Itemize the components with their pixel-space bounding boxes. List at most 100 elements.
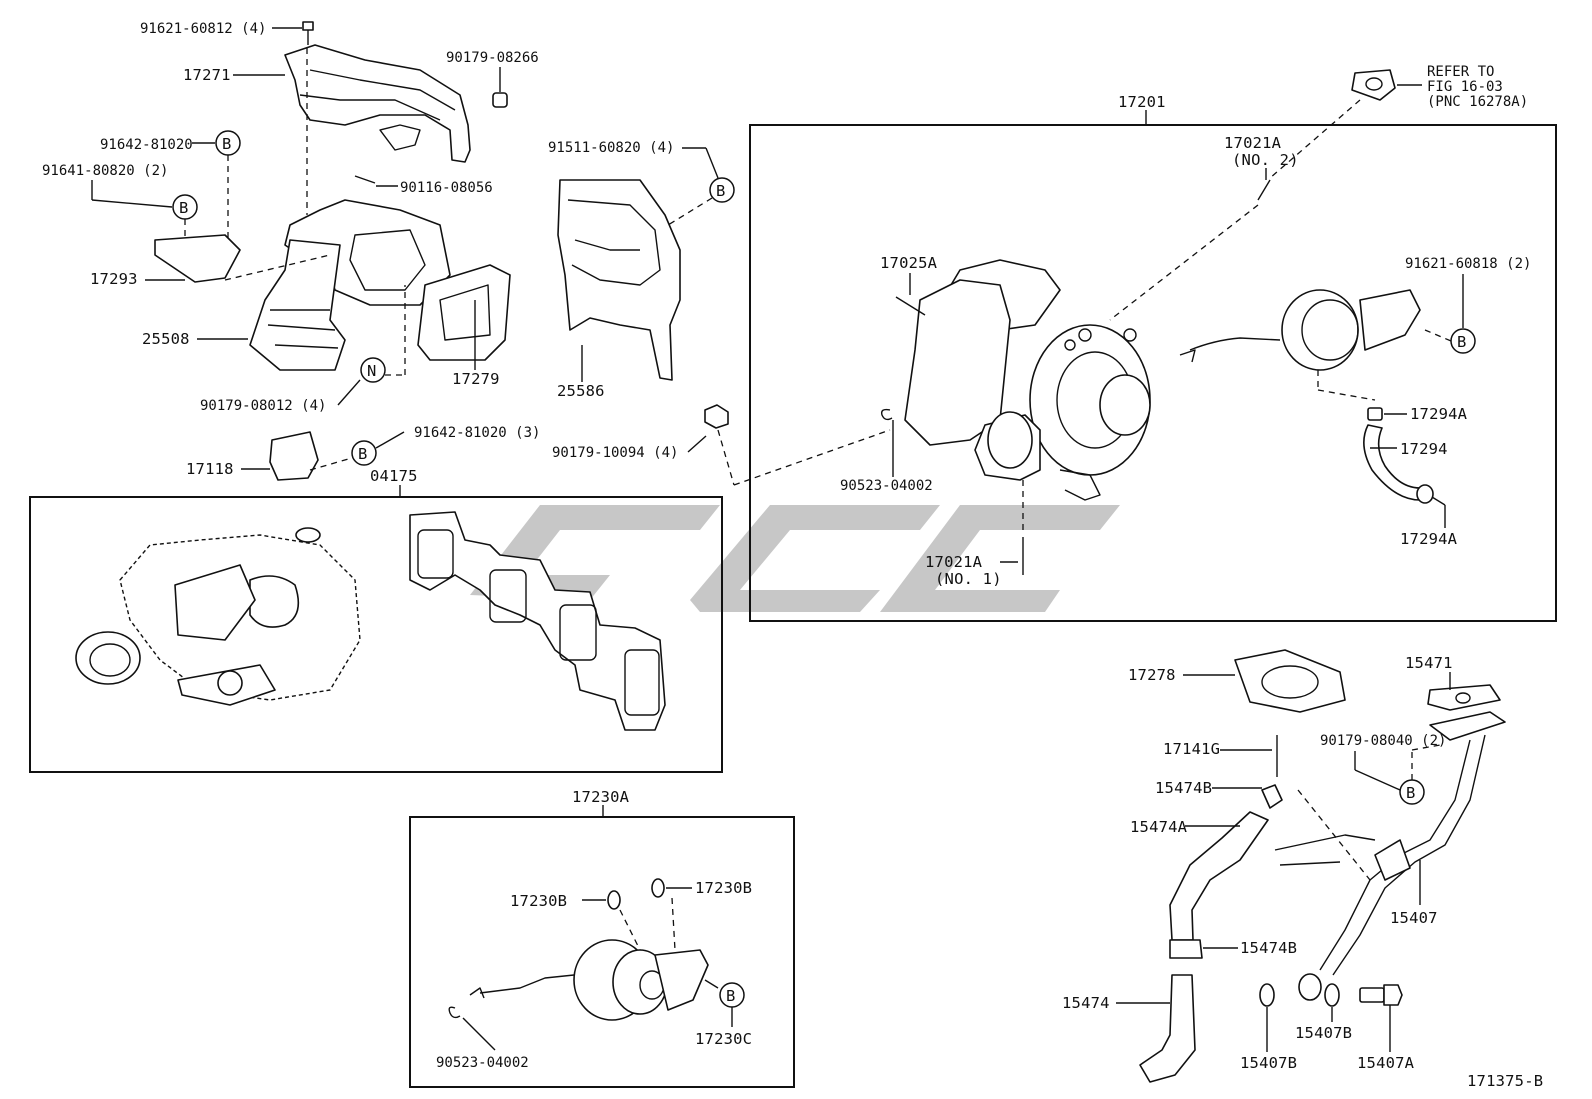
svg-text:B: B bbox=[358, 445, 368, 463]
gasket-kit-number: 04175 bbox=[370, 467, 418, 485]
label-91621-60818: 91621-60818 (2) bbox=[1405, 256, 1531, 272]
gasket-kit-manifold-gasket bbox=[409, 511, 666, 731]
label-25508: 25508 bbox=[142, 330, 190, 348]
label-17278: 17278 bbox=[1128, 666, 1176, 684]
gasket-kit-small-gasket bbox=[295, 527, 321, 543]
ref-note-line1: REFER TO bbox=[1427, 64, 1494, 80]
bolt-91621-60812 bbox=[302, 21, 314, 45]
nut-90179-08266 bbox=[492, 92, 508, 108]
heat-insulator-25586 bbox=[557, 179, 681, 381]
bracket-17293 bbox=[154, 234, 241, 283]
actuator-assy-box bbox=[409, 816, 795, 1088]
label-17294a-top: 17294A bbox=[1410, 405, 1468, 423]
label-17271: 17271 bbox=[183, 66, 231, 84]
svg-text:B: B bbox=[179, 199, 189, 217]
svg-text:B: B bbox=[1457, 333, 1467, 351]
oil-pipe-15407 bbox=[1274, 711, 1506, 1001]
turbo-assy-number: 17201 bbox=[1118, 93, 1166, 111]
stud-17025a bbox=[895, 296, 926, 316]
actuator-assy-number: 17230A bbox=[572, 788, 630, 806]
label-90116-08056: 90116-08056 bbox=[400, 180, 493, 196]
label-17294: 17294 bbox=[1400, 440, 1448, 458]
hose-clip-17294a-top bbox=[1367, 407, 1383, 421]
stud-17021a-no2 bbox=[1257, 179, 1271, 201]
ref-note-line2: FIG 16-03 bbox=[1427, 79, 1503, 95]
label-90179-08266: 90179-08266 bbox=[446, 50, 539, 66]
gasket-17278 bbox=[1234, 649, 1346, 713]
label-15407b-left: 15407B bbox=[1240, 1054, 1297, 1072]
washer-17230b-left bbox=[607, 890, 621, 910]
label-15474a: 15474A bbox=[1130, 818, 1188, 836]
gasket-17279 bbox=[417, 264, 511, 361]
label-91511-60820: 91511-60820 (4) bbox=[548, 140, 674, 156]
svg-text:N: N bbox=[367, 362, 377, 380]
hose-15474 bbox=[1139, 974, 1196, 1083]
callout-n bbox=[360, 357, 386, 383]
label-15407a: 15407A bbox=[1357, 1054, 1415, 1072]
nut-90179-10094 bbox=[704, 404, 729, 429]
label-15474: 15474 bbox=[1062, 994, 1110, 1012]
bracket-17118 bbox=[269, 431, 319, 481]
label-91642-81020: 91642-81020 bbox=[100, 137, 193, 153]
label-17230b-left: 17230B bbox=[510, 892, 567, 910]
clip-90523-04002 bbox=[880, 408, 893, 421]
gasket-15471 bbox=[1427, 684, 1501, 711]
label-17230c: 17230C bbox=[695, 1030, 752, 1048]
gasket-ref-16278a bbox=[1351, 69, 1396, 101]
hose-17294 bbox=[1363, 424, 1421, 501]
label-91641-80820: 91641-80820 (2) bbox=[42, 163, 168, 179]
label-17141g: 17141G bbox=[1163, 740, 1220, 758]
label-90523-04002-act: 90523-04002 bbox=[436, 1055, 529, 1071]
label-15407: 15407 bbox=[1390, 909, 1438, 927]
hose-clip-17294a-bot bbox=[1416, 484, 1434, 504]
label-90179-08040: 90179-08040 (2) bbox=[1320, 733, 1446, 749]
actuator-17201 bbox=[1179, 289, 1421, 371]
callout-b-5 bbox=[1450, 328, 1476, 354]
label-90179-08012: 90179-08012 (4) bbox=[200, 398, 326, 414]
label-17021a-bot-sub: (NO. 1) bbox=[935, 570, 1002, 588]
turbo-assy-box bbox=[749, 124, 1557, 622]
hose-clip-15474b-mid bbox=[1169, 939, 1203, 959]
label-17021a-top-sub: (NO. 2) bbox=[1232, 151, 1299, 169]
washer-15407b-right bbox=[1324, 983, 1340, 1007]
label-17025a: 17025A bbox=[880, 254, 938, 272]
label-17021a-bot: 17021A bbox=[925, 553, 983, 571]
label-90179-10094: 90179-10094 (4) bbox=[552, 445, 678, 461]
union-bolt-15407a bbox=[1359, 984, 1403, 1006]
heat-insulator-17271 bbox=[284, 44, 471, 163]
label-17279: 17279 bbox=[452, 370, 500, 388]
stud-90116-08056 bbox=[354, 175, 376, 184]
washer-17230b-right bbox=[651, 878, 665, 898]
label-15471: 15471 bbox=[1405, 654, 1453, 672]
label-15474b-mid: 15474B bbox=[1240, 939, 1297, 957]
gasket-kit-seal-ring bbox=[75, 631, 141, 685]
ref-note-line3: (PNC 16278A) bbox=[1427, 94, 1528, 110]
svg-text:B: B bbox=[726, 987, 736, 1005]
label-91621-60812: 91621-60812 (4) bbox=[140, 21, 266, 37]
callout-b-3 bbox=[709, 177, 735, 203]
drawing-code: 171375-B bbox=[1467, 1072, 1543, 1090]
actuator-17230a bbox=[469, 939, 709, 1021]
label-17294a-bot: 17294A bbox=[1400, 530, 1458, 548]
callout-b-4 bbox=[351, 440, 377, 466]
washer-15407b-left bbox=[1259, 983, 1275, 1007]
turbocharger-17201 bbox=[904, 259, 1151, 501]
label-17021a-top: 17021A bbox=[1224, 134, 1282, 152]
label-15474b-top: 15474B bbox=[1155, 779, 1212, 797]
label-17118: 17118 bbox=[186, 460, 234, 478]
svg-text:B: B bbox=[222, 135, 232, 153]
gasket-kit-box bbox=[29, 496, 723, 773]
hose-clip-15474b-top bbox=[1261, 784, 1283, 809]
label-25586: 25586 bbox=[557, 382, 605, 400]
svg-text:B: B bbox=[1406, 784, 1416, 802]
gasket-kit-turbo-outline bbox=[119, 534, 361, 706]
clip-90523-04002-act bbox=[448, 1006, 461, 1019]
manifold-converter-25508 bbox=[249, 199, 451, 371]
svg-text:B: B bbox=[716, 182, 726, 200]
label-90523-04002: 90523-04002 bbox=[840, 478, 933, 494]
label-17293: 17293 bbox=[90, 270, 138, 288]
label-17230b-right: 17230B bbox=[695, 879, 752, 897]
label-15407b-right: 15407B bbox=[1295, 1024, 1352, 1042]
label-91642-81020-3: 91642-81020 (3) bbox=[414, 425, 540, 441]
